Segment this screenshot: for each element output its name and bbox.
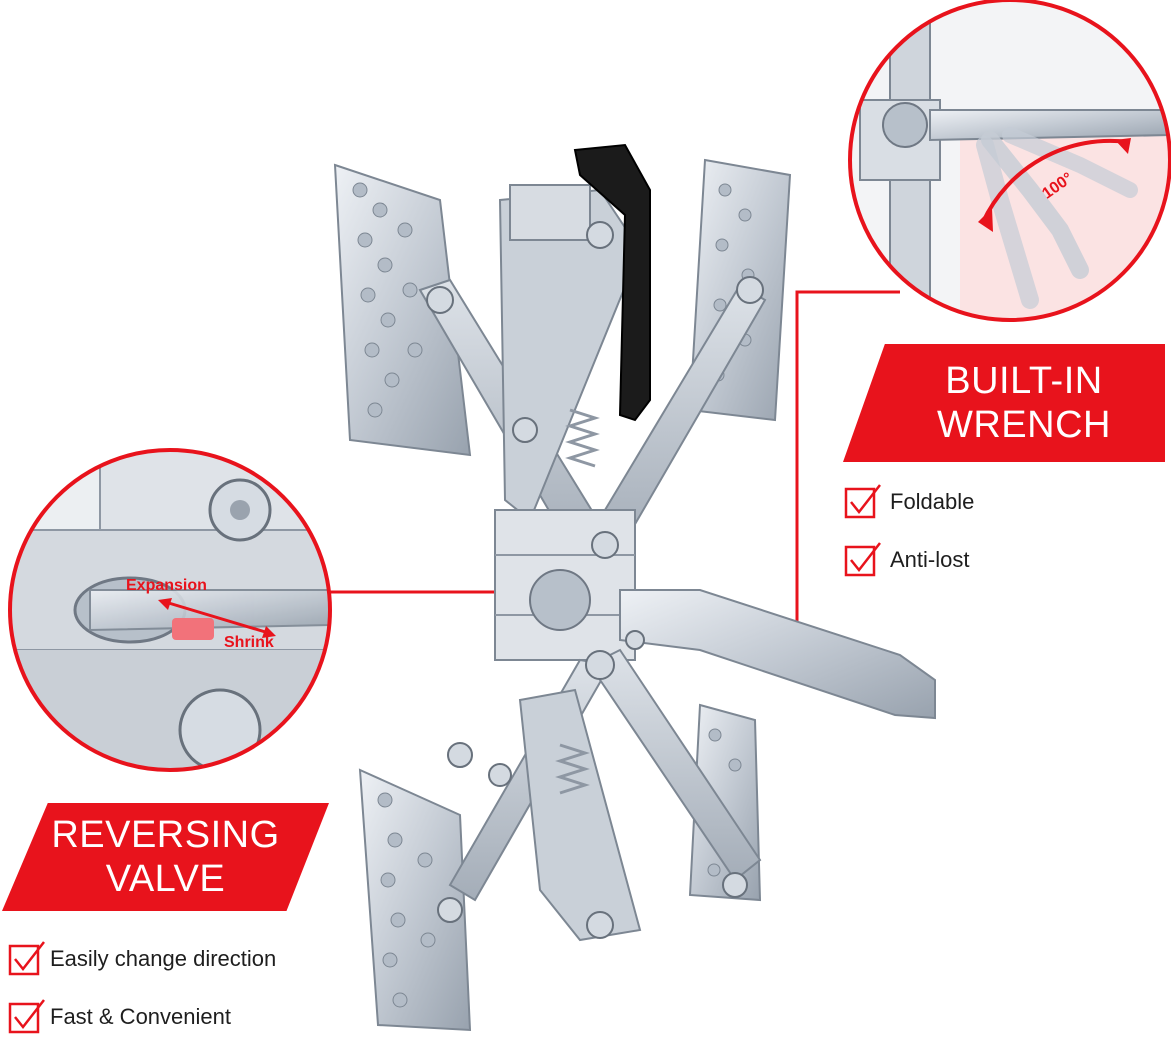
feature-anti-lost: Anti-lost	[890, 547, 969, 573]
wrench-leader-line	[795, 290, 900, 634]
handle	[573, 143, 651, 422]
feature-label: Fast & Convenient	[50, 1004, 231, 1029]
lower-bracket	[518, 688, 642, 942]
zoom-circle-wrench: 100°	[848, 0, 1171, 322]
feature-easily-change-direction: Easily change direction	[50, 946, 276, 972]
upper-clamp	[509, 184, 591, 241]
reversing-valve-banner: REVERSING VALVE	[2, 803, 329, 911]
reversing-valve-title-line1: REVERSING	[51, 814, 280, 856]
built-in-wrench-title-line2: WRENCH	[937, 404, 1111, 446]
zoom-circle-valve	[8, 448, 332, 772]
wrench-handle	[619, 589, 936, 720]
shrink-label: Shrink	[224, 634, 274, 651]
built-in-wrench-banner: BUILT-IN WRENCH	[843, 344, 1165, 462]
expansion-label: Expansion	[126, 577, 207, 594]
ratchet-gear	[529, 569, 591, 631]
checkbox-check-icon	[8, 484, 881, 1034]
built-in-wrench-title-line1: BUILT-IN	[945, 360, 1103, 402]
feature-label: Easily change direction	[50, 946, 277, 971]
feature-label: Anti-lost	[890, 547, 970, 572]
feature-fast-convenient: Fast & Convenient	[50, 1004, 231, 1030]
feature-label: Foldable	[890, 489, 975, 514]
feature-foldable: Foldable	[890, 489, 974, 515]
spring-lower	[555, 743, 590, 795]
reversing-valve-title-line2: VALVE	[105, 858, 226, 900]
spring-upper	[565, 408, 600, 468]
stabilizer-body	[333, 143, 936, 1032]
